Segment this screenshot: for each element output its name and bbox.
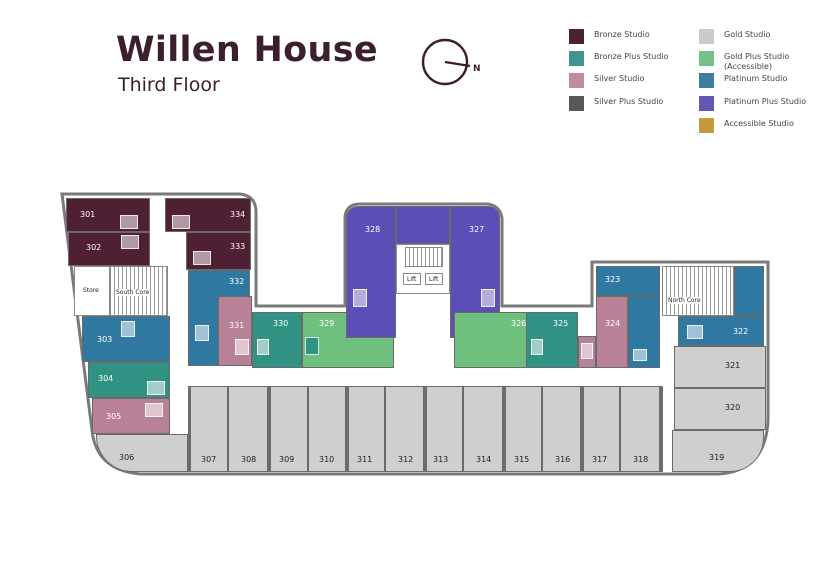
floor-subtitle: Third Floor bbox=[118, 74, 220, 96]
legend-item-gold-plus-studio: Gold Plus Studio (Accessible) bbox=[699, 51, 814, 72]
room-331[interactable]: 331 bbox=[218, 296, 252, 366]
room-305[interactable]: 305 bbox=[92, 398, 170, 434]
room-317[interactable]: 317 bbox=[581, 386, 620, 472]
legend-item-accessible-studio: Accessible Studio bbox=[699, 118, 794, 133]
legend-item-bronze-studio: Bronze Studio bbox=[569, 29, 650, 44]
legend-item-platinum-studio: Platinum Studio bbox=[699, 73, 787, 88]
wall bbox=[581, 386, 584, 472]
legend-swatch bbox=[699, 96, 714, 111]
room-330[interactable]: 330 bbox=[252, 312, 302, 368]
room-323[interactable]: 323 bbox=[596, 266, 660, 296]
central-core: Lift Lift bbox=[396, 244, 450, 294]
north-compass-icon: N bbox=[421, 38, 481, 86]
legend-label: Gold Studio bbox=[724, 30, 771, 39]
room-311[interactable]: 311 bbox=[346, 386, 385, 472]
legend-label: Silver Studio bbox=[594, 74, 645, 83]
room-325[interactable]: 325 bbox=[526, 312, 578, 368]
wall bbox=[424, 386, 427, 472]
room-312[interactable]: 312 bbox=[385, 386, 424, 472]
room-334[interactable]: 334 bbox=[165, 198, 251, 232]
central-core-top bbox=[396, 206, 450, 244]
room-302[interactable]: 302 bbox=[68, 232, 150, 266]
room-328[interactable]: 328 bbox=[346, 206, 396, 338]
building-title: Willen House bbox=[116, 30, 378, 70]
legend-label: Platinum Plus Studio bbox=[724, 97, 807, 106]
south-core-stairs: South Core bbox=[110, 266, 168, 316]
room-313[interactable]: 313 bbox=[424, 386, 463, 472]
wall bbox=[188, 386, 191, 472]
lift-1: Lift bbox=[403, 273, 421, 285]
room-301[interactable]: 301 bbox=[66, 198, 150, 232]
room-323-extension bbox=[628, 296, 660, 368]
lift-2: Lift bbox=[425, 273, 443, 285]
svg-text:N: N bbox=[473, 64, 481, 74]
legend-label: Silver Plus Studio bbox=[594, 97, 664, 106]
legend-item-platinum-plus-studio: Platinum Plus Studio bbox=[699, 96, 806, 111]
room-333[interactable]: 333 bbox=[186, 232, 251, 270]
room-321[interactable]: 321 bbox=[674, 346, 766, 388]
store-room: Store bbox=[74, 266, 110, 316]
legend-swatch bbox=[569, 29, 584, 44]
room-303[interactable]: 303 bbox=[82, 316, 170, 362]
wall bbox=[503, 386, 506, 472]
room-320[interactable]: 320 bbox=[674, 388, 766, 430]
room-307[interactable]: 307 bbox=[188, 386, 228, 472]
wall bbox=[346, 386, 349, 472]
room-316[interactable]: 316 bbox=[542, 386, 581, 472]
room-314[interactable]: 314 bbox=[463, 386, 503, 472]
legend-item-gold-studio: Gold Studio bbox=[699, 29, 770, 44]
room-309[interactable]: 309 bbox=[268, 386, 308, 472]
room-324-bathroom bbox=[578, 336, 596, 368]
room-318[interactable]: 318 bbox=[620, 386, 660, 472]
wall bbox=[660, 386, 663, 472]
legend-label: Bronze Plus Studio bbox=[594, 52, 669, 61]
legend-item-silver-plus-studio: Silver Plus Studio bbox=[569, 96, 663, 111]
legend-item-bronze-plus-studio: Bronze Plus Studio bbox=[569, 51, 669, 66]
legend-label: Platinum Studio bbox=[724, 74, 788, 83]
legend-swatch bbox=[699, 118, 714, 133]
legend-swatch bbox=[569, 51, 584, 66]
room-322-upper bbox=[734, 266, 764, 316]
room-310[interactable]: 310 bbox=[308, 386, 346, 472]
wall bbox=[268, 386, 271, 472]
legend-label: Accessible Studio bbox=[724, 119, 794, 128]
legend-label: Bronze Studio bbox=[594, 30, 650, 39]
room-315[interactable]: 315 bbox=[503, 386, 542, 472]
north-core-stairs: North Core bbox=[662, 266, 734, 316]
legend-swatch bbox=[569, 96, 584, 111]
legend-label: Gold Plus Studio (Accessible) bbox=[724, 52, 790, 71]
room-304[interactable]: 304 bbox=[88, 362, 170, 398]
room-308[interactable]: 308 bbox=[228, 386, 268, 472]
room-324[interactable]: 324 bbox=[596, 296, 628, 368]
legend-item-silver-studio: Silver Studio bbox=[569, 73, 645, 88]
room-319[interactable]: 319 bbox=[672, 430, 764, 472]
legend-swatch bbox=[699, 29, 714, 44]
central-stairs bbox=[405, 247, 443, 267]
legend-swatch bbox=[699, 51, 714, 66]
room-306[interactable]: 306 bbox=[96, 434, 188, 472]
legend-swatch bbox=[699, 73, 714, 88]
legend-swatch bbox=[569, 73, 584, 88]
room-322[interactable]: 322 bbox=[678, 316, 764, 346]
